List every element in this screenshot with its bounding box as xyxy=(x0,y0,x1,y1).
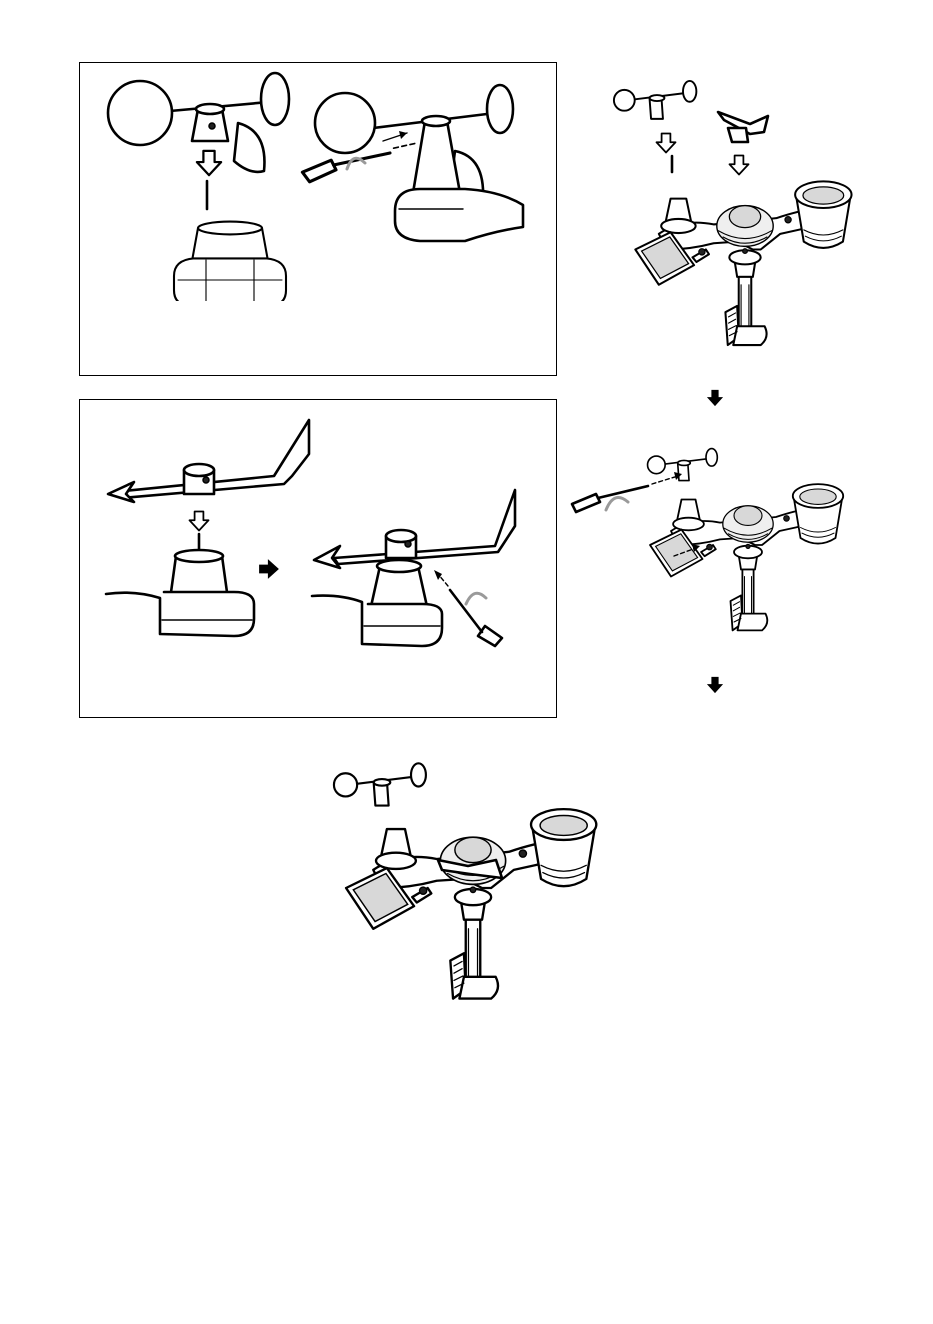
down-arrow-icon xyxy=(189,511,208,530)
down-arrow-icon xyxy=(656,133,675,152)
wind-vane-instruction-panel xyxy=(79,399,557,718)
anemometer-instruction-panel xyxy=(79,62,557,376)
down-arrow-icon xyxy=(729,155,748,174)
sensor-array-assembled-figure xyxy=(318,752,618,1022)
anemometer-cups-mounting-figure xyxy=(100,71,300,301)
sensor-array-attach-parts-figure xyxy=(600,72,870,362)
rotate-arrow-icon xyxy=(606,498,628,511)
anemometer-screw-tightening-figure xyxy=(295,81,550,251)
down-arrow-icon xyxy=(706,389,724,407)
rotate-arrow-icon xyxy=(466,593,486,604)
sensor-array-screw-fixing-figure xyxy=(566,440,866,650)
wind-vane-screw-tightening-figure xyxy=(310,486,555,664)
down-arrow-icon xyxy=(706,676,724,694)
wind-vane-mounting-figure xyxy=(104,414,319,654)
right-arrow-icon xyxy=(258,558,280,580)
down-arrow-icon xyxy=(197,151,221,175)
